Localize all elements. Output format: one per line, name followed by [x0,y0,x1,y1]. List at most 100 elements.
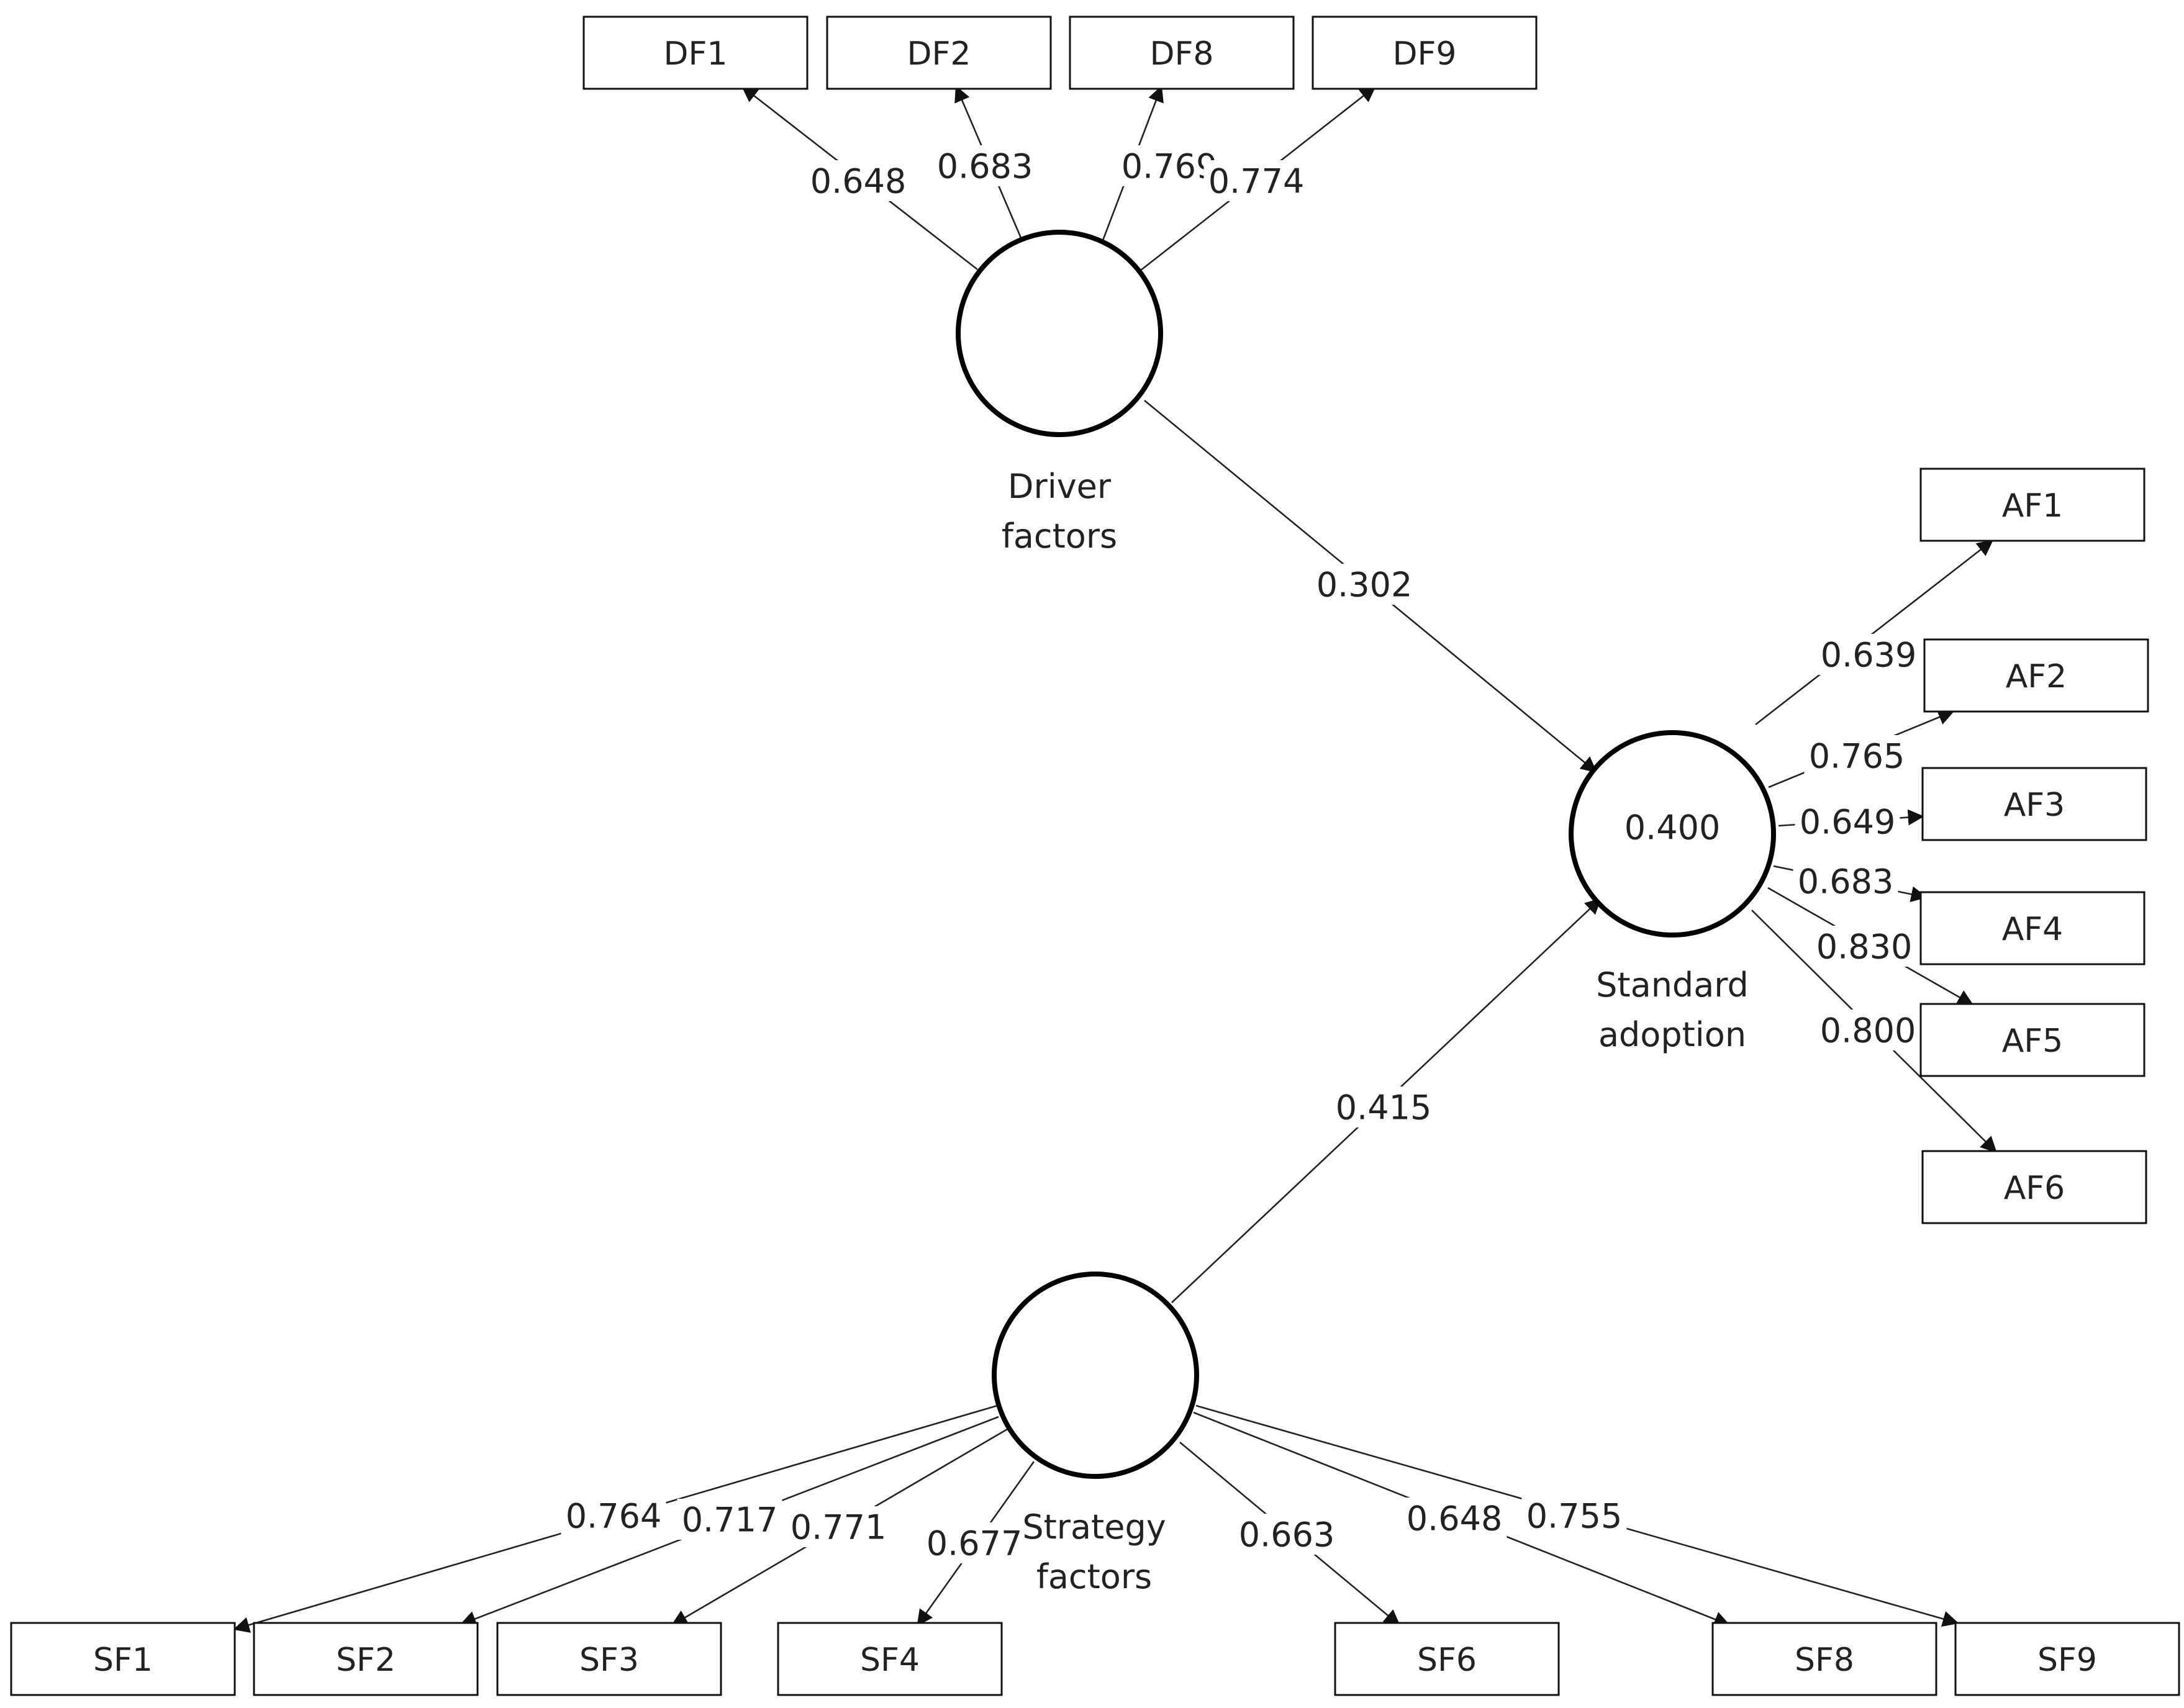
indicator-label-df2: DF2 [907,35,971,73]
strategy-factors-label-line1: Strategy [1022,1507,1166,1547]
indicator-label-af4: AF4 [2002,911,2064,948]
loading-af1-weight: 0.639 [1821,636,1917,675]
loading-sf6-weight: 0.663 [1239,1516,1335,1555]
indicator-box-af5 [1919,1003,2145,1077]
loading-sf3-label-bg [786,1506,891,1547]
indicator-df9: DF9 [1312,16,1538,90]
standard-adoption-r-squared: 0.400 [1624,808,1721,847]
loading-sf3-weight: 0.771 [791,1508,887,1547]
indicator-sf1: SF1 [10,1622,236,1696]
indicator-box-sf2 [253,1622,479,1696]
indicator-box-df2 [826,16,1052,90]
loading-af4-weight: 0.683 [1798,862,1894,901]
indicator-box-df1 [582,16,809,90]
indicator-sf2: SF2 [253,1622,479,1696]
indicator-box-af1 [1919,468,2145,542]
path-driver-to-adoption-weight: 0.302 [1316,566,1413,605]
indicator-label-sf9: SF9 [2037,1642,2097,1679]
indicator-box-sf8 [1711,1622,1937,1696]
loading-af5-weight: 0.830 [1816,928,1913,967]
indicator-label-df8: DF8 [1149,35,1213,73]
loading-df9-weight: 0.774 [1208,162,1305,201]
indicator-label-af3: AF3 [2004,787,2065,824]
indicator-label-af1: AF1 [2002,487,2064,525]
driver-factors-label-line2: factors [1002,517,1117,556]
loading-af4-label-bg [1793,861,1898,901]
path-strategy-to-adoption-label-bg [1331,1087,1436,1127]
indicator-box-sf4 [777,1622,1003,1696]
loading-df2-label-bg [932,145,1038,186]
loading-df1-label-bg [805,160,911,201]
loading-sf6-label-bg [1234,1514,1339,1555]
loading-af6-weight: 0.800 [1820,1011,1916,1051]
standard-adoption-label-line2: adoption [1598,1015,1746,1054]
driver-factors-label-line1: Driver [1008,467,1112,506]
indicator-df8: DF8 [1069,16,1295,90]
indicator-box-af3 [1921,767,2147,841]
indicator-af6: AF6 [1921,1150,2147,1224]
indicator-label-sf4: SF4 [860,1642,920,1679]
indicator-label-sf6: SF6 [1417,1642,1477,1679]
loading-df8-weight: 0.769 [1121,147,1218,186]
latent-strategy-factors: Strategy factors [992,1272,1199,1596]
indicator-label-df9: DF9 [1392,35,1456,73]
indicator-box-df9 [1312,16,1538,90]
loading-sf8-weight: 0.648 [1407,1499,1503,1539]
indicator-label-af5: AF5 [2002,1023,2064,1060]
loading-sf4-weight: 0.677 [927,1524,1023,1563]
loading-sf9-weight: 0.755 [1526,1497,1623,1536]
indicator-label-df1: DF1 [663,35,727,73]
indicator-box-sf6 [1334,1622,1560,1696]
loading-af1-label-bg [1816,634,1921,675]
path-strategy-to-adoption-weight: 0.415 [1336,1088,1432,1127]
indicator-af2: AF2 [1923,638,2149,713]
standard-adoption-circle [1569,730,1776,938]
strategy-factors-circle [992,1272,1199,1479]
driver-factors-circle [956,230,1163,437]
indicator-box-af4 [1919,891,2145,965]
loading-sf4-label-bg [922,1522,1027,1563]
indicator-box-sf3 [496,1622,722,1696]
indicator-sf4: SF4 [777,1622,1003,1696]
strategy-factors-label-line2: factors [1036,1557,1152,1596]
loading-af5-label-bg [1811,926,1917,967]
indicator-box-af6 [1921,1150,2147,1224]
indicator-box-af2 [1923,638,2149,713]
loading-af2-label-bg [1804,735,1910,776]
indicator-af5: AF5 [1919,1003,2145,1077]
indicator-label-sf3: SF3 [579,1642,639,1679]
indicator-sf6: SF6 [1334,1622,1560,1696]
indicator-label-sf8: SF8 [1795,1642,1854,1679]
loading-df9-label-bg [1203,160,1309,201]
latent-standard-adoption: 0.400 Standard adoption [1569,730,1776,1054]
standard-adoption-label-line1: Standard [1596,965,1749,1005]
loading-sf1-label-bg [561,1495,666,1536]
indicator-label-af2: AF2 [2006,658,2067,695]
loading-sf9-label-bg [1521,1495,1627,1536]
loading-af6-label-bg [1815,1010,1921,1051]
indicator-af3: AF3 [1921,767,2147,841]
loading-af3-weight: 0.649 [1800,803,1896,842]
loading-sf1-weight: 0.764 [566,1497,662,1536]
indicator-sf9: SF9 [1954,1622,2180,1696]
indicator-box-df8 [1069,16,1295,90]
indicator-af1: AF1 [1919,468,2145,542]
latent-driver-factors: Driver factors [956,230,1163,556]
indicator-label-sf2: SF2 [336,1642,396,1679]
indicator-label-sf1: SF1 [93,1642,153,1679]
loading-sf2-weight: 0.717 [682,1501,778,1540]
loading-af1-arrow [1755,540,1994,726]
loading-af2-weight: 0.765 [1809,737,1905,776]
loading-sf2-label-bg [677,1499,782,1540]
indicator-df2: DF2 [826,16,1052,90]
indicator-sf8: SF8 [1711,1622,1937,1696]
loading-df1-weight: 0.648 [810,162,907,201]
indicator-af4: AF4 [1919,891,2145,965]
indicator-box-sf1 [10,1622,236,1696]
indicator-df1: DF1 [582,16,809,90]
loading-af3-label-bg [1795,801,1900,842]
path-driver-to-adoption-label-bg [1312,564,1417,605]
